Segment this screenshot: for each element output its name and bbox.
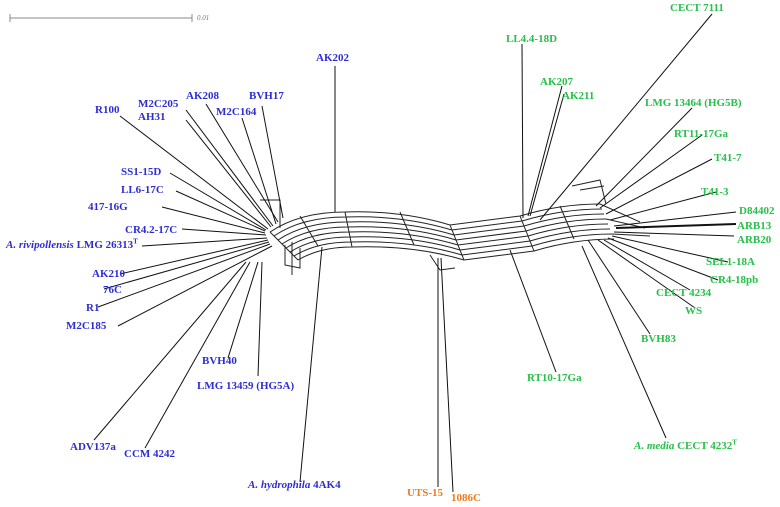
leaf-label-rt11-17ga: RT11-17Ga [674,128,729,140]
leaf-label-ss1-15d: SS1-15D [121,166,162,178]
leaf-edges [93,13,737,493]
leaf-label-ak202: AK202 [316,52,349,64]
leaf-label-ak208: AK208 [186,90,219,102]
leaf-label-a-media: A. media CECT 4232T [634,438,737,452]
scale-bar-value: 0.01 [197,14,210,22]
leaf-label-cr4-2-17c: CR4.2-17C [125,224,178,236]
leaf-label-uts-15: UTS-15 [407,487,444,499]
species-name: A. rivipollensis [6,239,74,251]
leaf-label-sel1-18a: SEL1-18A [706,256,755,268]
leaf-label-r100: R100 [95,104,120,116]
leaf-label-bvh40: BVH40 [202,355,237,367]
leaf-label-cect-4234: CECT 4234 [656,287,712,299]
strain-name: CECT 4232 [677,440,733,452]
leaf-label-ws: WS [685,305,703,317]
leaf-label-r1: R1 [86,302,100,314]
type-strain-mark: T [133,237,138,246]
strain-name: 4AK4 [313,479,341,491]
leaf-label-417-16g: 417-16G [88,201,128,213]
network-core [260,179,651,275]
leaf-label-ak210: AK210 [92,268,125,280]
leaf-label-bvh17: BVH17 [249,90,284,102]
leaf-label-a-rivipollensis: A. rivipollensis LMG 26313T [6,237,138,251]
strain-name: LMG 26313 [76,239,134,251]
leaf-label-m2c185: M2C185 [66,320,107,332]
species-name: A. media [634,440,675,452]
leaf-label-a-hydrophila: A. hydrophila 4AK4 [248,479,341,491]
leaf-label-ll6-17c: LL6-17C [121,184,164,196]
leaf-label-t41-3: T41-3 [701,186,729,198]
leaf-label-d84402: D84402 [739,205,775,217]
leaf-label-ak207: AK207 [540,76,573,88]
leaf-label-rt10-17ga: RT10-17Ga [527,372,582,384]
leaf-label-76c: 76C [103,284,122,296]
leaf-label-bvh83: BVH83 [641,333,676,345]
leaf-label-ah31: AH31 [138,111,166,123]
leaf-label-ll4-4-18d: LL4.4-18D [506,33,558,45]
leaf-label-cr4-18pb: CR4-18pb [710,274,759,286]
leaf-label-m2c205: M2C205 [138,98,179,110]
leaf-label-ccm-4242: CCM 4242 [124,448,176,460]
leaf-label-arb20: ARB20 [737,234,772,246]
leaf-label-t41-7: T41-7 [714,152,742,164]
leaf-label-arb13: ARB13 [737,220,772,232]
leaf-label-1086c: 1086C [451,492,481,504]
leaf-label-lmg-13464: LMG 13464 (HG5B) [645,97,742,109]
leaf-label-adv137a: ADV137a [70,441,116,453]
species-name: A. hydrophila [248,479,311,491]
leaf-label-m2c164: M2C164 [216,106,257,118]
type-strain-mark: T [732,438,737,447]
leaf-label-ak211: AK211 [562,90,595,102]
leaf-label-cect-7111: CECT 7111 [670,2,724,14]
scale-bar [9,14,193,22]
leaf-label-lmg-13459: LMG 13459 (HG5A) [197,380,295,392]
